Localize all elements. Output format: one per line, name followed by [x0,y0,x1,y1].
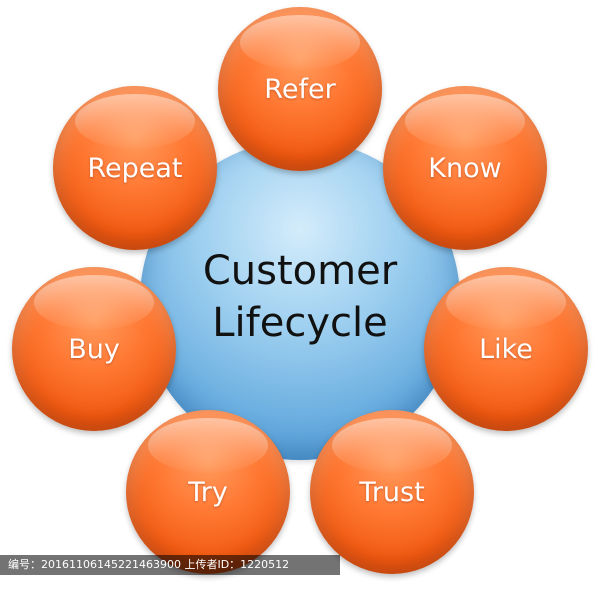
stage-label: Know [428,152,502,184]
stage-label: Repeat [87,152,183,184]
stage-label: Buy [68,333,120,365]
center-title-line1: Customer [202,248,398,294]
stage-like: Like [424,267,588,431]
stage-repeat: Repeat [53,86,217,250]
stage-label: Try [188,476,228,508]
stage-label: Refer [264,73,336,105]
stage-know: Know [383,86,547,250]
center-title-line2: Lifecycle [212,300,388,346]
stage-try: Try [126,410,290,574]
center-title: Customer Lifecycle [140,245,460,349]
stage-buy: Buy [12,267,176,431]
stage-trust: Trust [310,410,474,574]
stage-label: Trust [359,476,425,508]
image-id-footer: 编号：20161106145221463900 上传者ID：1220512 [0,555,340,575]
stage-label: Like [479,333,533,365]
stage-refer: Refer [218,7,382,171]
